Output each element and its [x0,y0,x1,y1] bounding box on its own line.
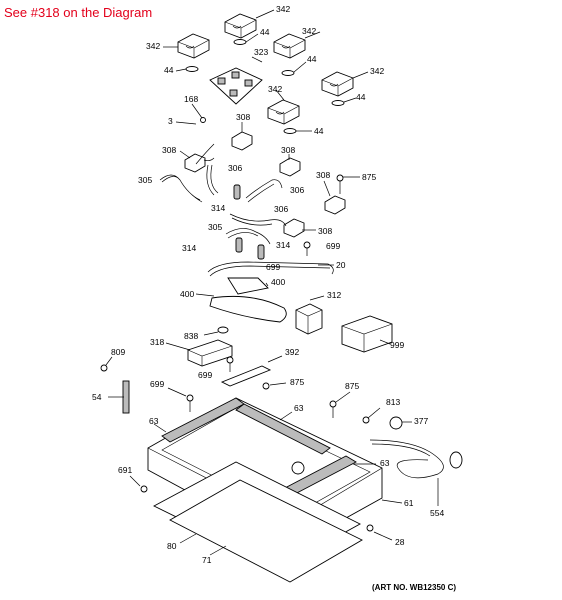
callout-71: 71 [202,555,212,565]
callout-875: 875 [345,381,359,391]
callout-44: 44 [314,126,324,136]
burner-cap-342-left [163,33,210,72]
screw-699-lower-b [226,356,234,372]
burner-cap-342-center [267,89,312,134]
callout-699: 699 [150,379,164,389]
part-999-box [341,315,393,353]
callout-314: 314 [211,203,225,213]
screw-875-top [336,174,360,194]
callout-305: 305 [138,175,152,185]
tube-305-lower [225,228,271,245]
part-392-plate [220,355,283,387]
callout-342: 342 [302,26,316,36]
screw-699-lower-a [167,387,194,412]
valve-308-mid-right [279,154,301,177]
callout-54: 54 [92,392,102,402]
callout-63: 63 [294,403,304,413]
callout-318: 318 [150,337,164,347]
screw-699-right [303,241,311,256]
callout-813: 813 [386,397,400,407]
callout-342: 342 [146,41,160,51]
callout-314: 314 [276,240,290,250]
callout-308: 308 [318,226,332,236]
callout-61: 61 [404,498,414,508]
callout-306: 306 [228,163,242,173]
callout-392: 392 [285,347,299,357]
orifice-314-b [235,237,243,253]
callout-20: 20 [336,260,346,270]
see-part-318-link[interactable]: See #318 on the Diagram [4,5,153,20]
callout-342: 342 [268,84,282,94]
callout-3: 3 [168,116,173,126]
callout-168: 168 [184,94,198,104]
callout-999: 999 [390,340,404,350]
tube-306-c [229,213,287,227]
callout-308: 308 [316,170,330,180]
part-838 [203,326,229,336]
callout-44: 44 [356,92,366,102]
plate-71 [169,479,363,583]
tube-306-b [245,179,283,203]
callout-80: 80 [167,541,177,551]
callout-875: 875 [362,172,376,182]
callout-63: 63 [149,416,159,426]
callout-809: 809 [111,347,125,357]
valve-308-right [323,180,346,215]
valve-308-upper [231,122,253,151]
callout-306: 306 [290,185,304,195]
part-323-bracket [209,56,263,105]
callout-308: 308 [236,112,250,122]
callout-44: 44 [307,54,317,64]
callout-838: 838 [184,331,198,341]
manifold-20 [207,261,334,277]
orifice-314-c [257,244,265,260]
callout-labels: 342 44 342 342 323 44 44 342 342 44 168 … [92,4,444,565]
callout-314: 314 [182,243,196,253]
callout-308: 308 [162,145,176,155]
callout-699: 699 [198,370,212,380]
callout-308: 308 [281,145,295,155]
tube-306-a [206,164,219,196]
bracket-400 [195,277,287,323]
valve-308-lower [283,218,316,238]
orifice-314-a [233,184,241,200]
part-813-377-554 [362,407,463,506]
part-318-block [165,339,233,367]
tube-305-upper [159,174,203,203]
screw-875-lower-b [329,391,351,418]
screw-875-lower-a [262,382,287,390]
callout-554: 554 [430,508,444,518]
callout-342: 342 [276,4,290,14]
callout-306: 306 [274,204,288,214]
callout-44: 44 [260,27,270,37]
callout-400: 400 [180,289,194,299]
burner-cap-342-right-upper [273,31,321,76]
valve-308-left [179,143,215,173]
callout-875: 875 [290,377,304,387]
regulator-312 [295,295,325,335]
screw-168 [175,103,206,125]
burner-cap-342-top [224,9,275,45]
callout-691: 691 [118,465,132,475]
callout-305: 305 [208,222,222,232]
callout-323: 323 [254,47,268,57]
screw-691 [129,475,148,493]
callout-342: 342 [370,66,384,76]
callout-699: 699 [266,262,280,272]
crossbar-63-right-top [235,403,331,455]
burner-cap-342-far-right [321,71,369,106]
callout-312: 312 [327,290,341,300]
callout-63: 63 [380,458,390,468]
art-number: (ART NO. WB12350 C) [372,583,457,592]
callout-699: 699 [326,241,340,251]
screw-28 [366,524,393,541]
callout-28: 28 [395,537,405,547]
callout-400: 400 [271,277,285,287]
callout-44: 44 [164,65,174,75]
part-809-54 [100,356,130,414]
callout-377: 377 [414,416,428,426]
